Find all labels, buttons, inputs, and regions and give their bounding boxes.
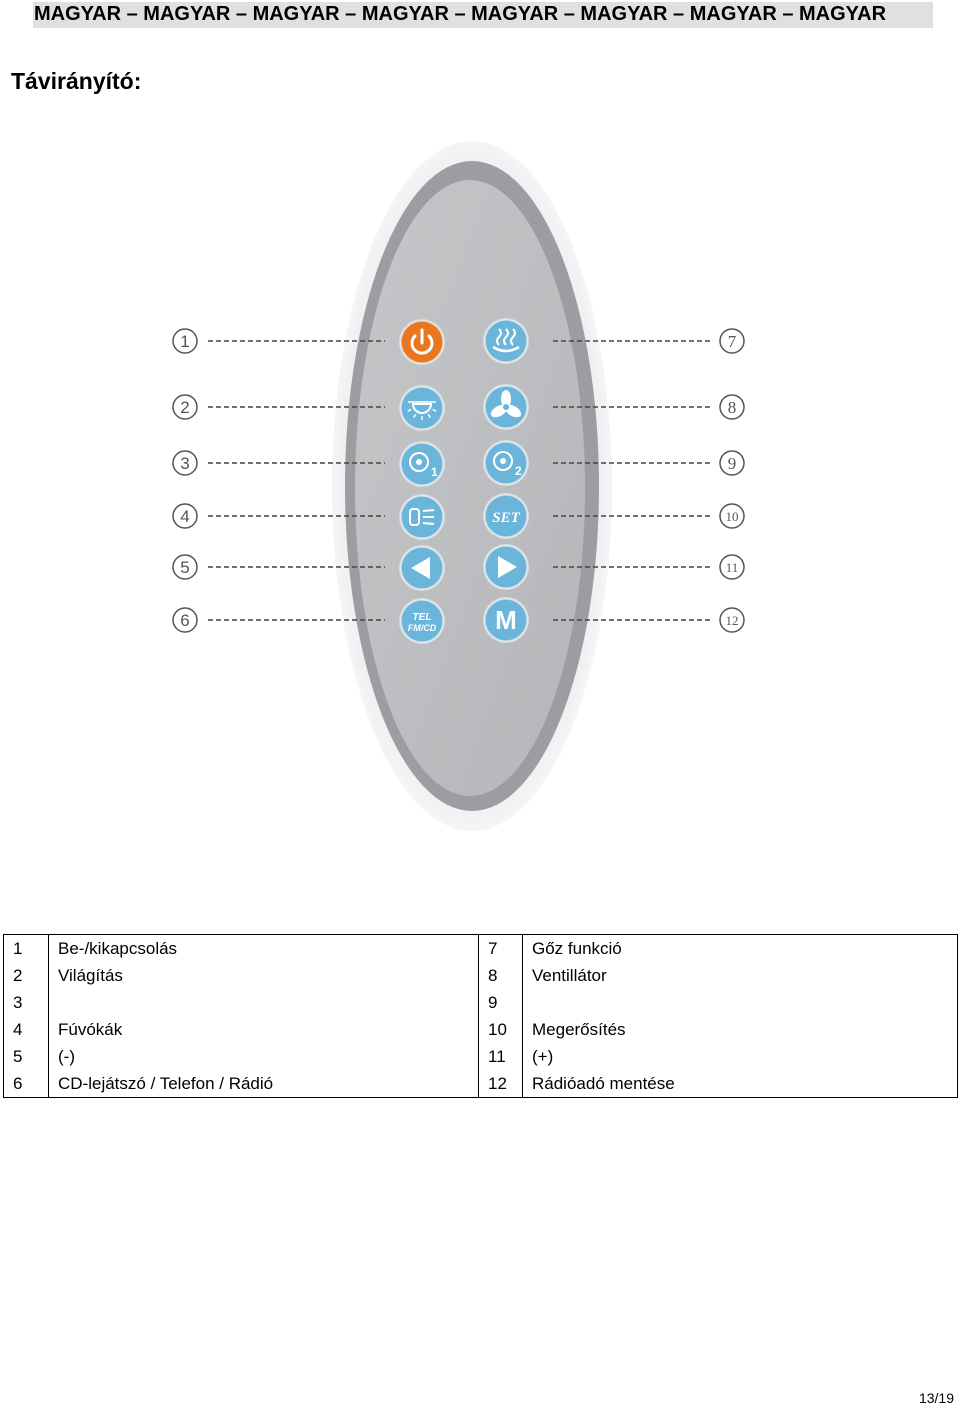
legend-label-left: CD-lejátszó / Telefon / Rádió [49, 1070, 479, 1098]
legend-number-right: 8 [479, 962, 523, 989]
nozzle-2-icon[interactable]: 2 [483, 440, 529, 486]
legend-number-right: 12 [479, 1070, 523, 1098]
legend-label-right: Ventillátor [523, 962, 958, 989]
power-icon[interactable] [399, 319, 445, 365]
section-title: Távirányító: [11, 68, 141, 95]
svg-text:2: 2 [515, 464, 522, 478]
legend-label-left: Fúvókák [49, 1016, 479, 1043]
callout-number: 11 [726, 560, 739, 575]
callout-number: 9 [728, 454, 737, 473]
jets-icon[interactable] [399, 494, 445, 540]
callout-number: 5 [180, 558, 189, 577]
legend-number-left: 2 [4, 962, 49, 989]
legend-number-right: 9 [479, 989, 523, 1016]
legend-number-right: 10 [479, 1016, 523, 1043]
svg-text:FM/CD: FM/CD [408, 623, 437, 633]
legend-number-right: 7 [479, 935, 523, 963]
left-arrow-icon[interactable] [399, 545, 445, 591]
svg-text:SET: SET [492, 510, 520, 526]
legend-number-left: 5 [4, 1043, 49, 1070]
legend-label-left [49, 989, 479, 1016]
svg-text:TEL: TEL [413, 612, 432, 623]
callout-number: 2 [180, 398, 189, 417]
callout-number: 8 [728, 398, 737, 417]
light-icon[interactable] [399, 385, 445, 431]
callout-number: 12 [726, 613, 739, 628]
legend-number-left: 4 [4, 1016, 49, 1043]
right-arrow-icon[interactable] [483, 544, 529, 590]
svg-text:1: 1 [431, 465, 438, 479]
callout-number: 6 [180, 611, 189, 630]
fan-icon[interactable] [483, 384, 529, 430]
set-icon[interactable]: SET [483, 493, 529, 539]
nozzle-1-icon[interactable]: 1 [399, 441, 445, 487]
legend-number-left: 1 [4, 935, 49, 963]
memory-icon[interactable]: M [483, 597, 529, 643]
callout-number: 10 [726, 509, 739, 524]
remote-face [355, 180, 585, 796]
legend-number-left: 6 [4, 1070, 49, 1098]
legend-label-right: (+) [523, 1043, 958, 1070]
legend-label-right [523, 989, 958, 1016]
callout-number: 7 [728, 332, 737, 351]
callout-number: 3 [180, 454, 189, 473]
svg-text:M: M [495, 605, 517, 635]
legend-label-left: Világítás [49, 962, 479, 989]
page-number: 13/19 [919, 1390, 954, 1406]
steam-icon[interactable] [483, 318, 529, 364]
legend-label-right: Megerősítés [523, 1016, 958, 1043]
legend-label-right: Rádióadó mentése [523, 1070, 958, 1098]
legend-label-right: Gőz funkció [523, 935, 958, 963]
legend-row: 5(-)11(+) [4, 1043, 958, 1070]
legend-number-right: 11 [479, 1043, 523, 1070]
legend-label-left: (-) [49, 1043, 479, 1070]
legend-label-left: Be-/kikapcsolás [49, 935, 479, 963]
header-language: MAGYAR – MAGYAR – MAGYAR – MAGYAR – MAGY… [34, 3, 886, 26]
callout-number: 1 [180, 332, 189, 351]
legend-number-left: 3 [4, 989, 49, 1016]
callout-number: 4 [180, 507, 189, 526]
